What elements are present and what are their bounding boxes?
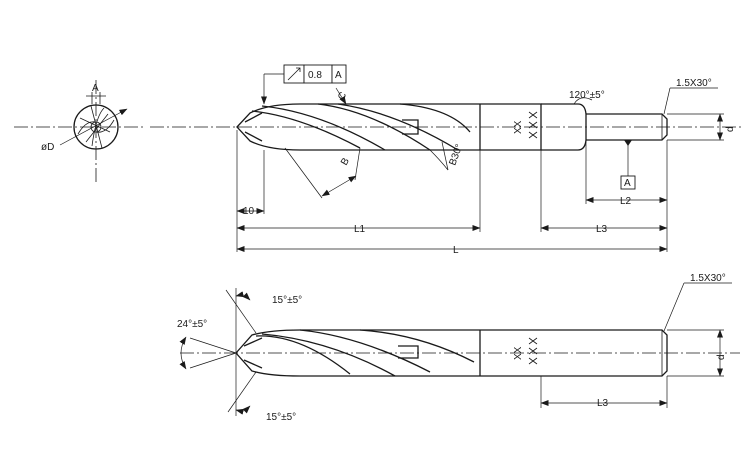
end-view: A øD: [14, 80, 145, 182]
bottom-view-flute-3: [299, 329, 431, 373]
dim-helix-label: B30°: [447, 143, 465, 167]
bottom-angle-arc: [235, 405, 251, 415]
top-view-flute-1: [251, 110, 361, 149]
top-view-flute-2: [261, 105, 386, 151]
bottom-view-knurl-marks: [528, 337, 538, 365]
runout-datum-cell: [331, 64, 347, 84]
bottom-view-body-outline: [235, 329, 668, 377]
top-view-marking: XX: [513, 111, 538, 139]
dim-d-label: d: [725, 126, 736, 132]
top-view-flute-4: [337, 103, 459, 151]
dim-b-extension-2: [354, 147, 361, 181]
dim-l3-label: L3: [596, 224, 608, 235]
top-view-reduced-shank: [586, 113, 668, 141]
dim-l2-label: L2: [620, 196, 632, 207]
dim-l-label: L: [453, 245, 459, 256]
bottom-chamfer-label: 1.5X30°: [690, 273, 726, 284]
bottom-view-marking: XX: [513, 337, 538, 365]
end-view-datum-label: A: [92, 83, 99, 94]
point-angle-label: 24°±5°: [177, 319, 207, 330]
neck-angle-label: 120°±5°: [569, 90, 605, 101]
bottom-view-flute-2: [261, 333, 396, 377]
chamfer-label: 1.5X30°: [676, 78, 712, 89]
bottom-angle-label: 15°±5°: [266, 412, 296, 423]
bottom-view-flute-1: [255, 335, 351, 375]
bottom-view-flute-5: [398, 345, 419, 359]
bottom-angle-line-2: [227, 371, 257, 413]
top-view: XX 0.8 A C B B30°: [150, 64, 742, 256]
runout-datum: A: [335, 70, 342, 81]
top-view-flute-3: [317, 103, 431, 151]
bottom-view-marking-text: XX: [513, 346, 524, 360]
dim-c-line: [335, 87, 347, 105]
top-angle-line-2: [225, 289, 257, 334]
runout-arrow-icon: [287, 67, 301, 81]
datum-a-box: [620, 175, 636, 190]
dim-l1-label: L1: [354, 224, 366, 235]
datum-a-label: A: [624, 178, 631, 189]
bottom-view-cutting-edge: [243, 337, 263, 369]
bottom-dim-l3-label: L3: [597, 398, 609, 409]
end-view-diameter-label: øD: [41, 142, 54, 153]
top-view-flute-6: [402, 119, 419, 135]
dim-c-label: C: [336, 90, 349, 102]
chamfer-leader: [663, 87, 671, 115]
end-view-flute-lines: [79, 105, 111, 149]
bottom-view: XX 24°±5° 15°±5° 15°±5° 1.5X30° d L3: [177, 273, 740, 423]
top-view-cutting-edge: [244, 112, 263, 142]
runout-control-frame: 0.8 A: [261, 64, 347, 105]
dim-b-label: B: [339, 156, 352, 168]
bottom-chamfer-leader: [663, 282, 685, 332]
point-angle-arc: [179, 336, 187, 370]
dim-helix-leader: [441, 141, 449, 171]
top-view-body-outline: [236, 103, 542, 151]
top-view-marking-text: XX: [513, 120, 524, 134]
point-angle-line-top: [189, 337, 237, 354]
top-view-knurl-marks: [528, 111, 538, 139]
point-angle-line-bottom: [189, 352, 237, 369]
top-angle-arc: [235, 291, 251, 301]
neck-angle-arc: [573, 97, 593, 105]
dim-10-label: 10: [243, 206, 255, 217]
bottom-dim-d-label: d: [716, 354, 727, 360]
dim-b-line: [321, 175, 357, 197]
top-view-flute-5: [399, 103, 471, 133]
end-view-outer-circle: [73, 104, 119, 150]
dim-b-extension-1: [284, 147, 323, 199]
datum-a-triangle: [624, 140, 632, 146]
bottom-view-flute-4: [359, 329, 475, 363]
top-view-neck: [577, 103, 587, 151]
runout-value: 0.8: [308, 70, 322, 81]
end-view-diameter-leader: [59, 108, 128, 146]
top-angle-label: 15°±5°: [272, 295, 302, 306]
end-view-flute-arcs: [77, 107, 115, 147]
dim-helix-arc: [429, 149, 449, 171]
